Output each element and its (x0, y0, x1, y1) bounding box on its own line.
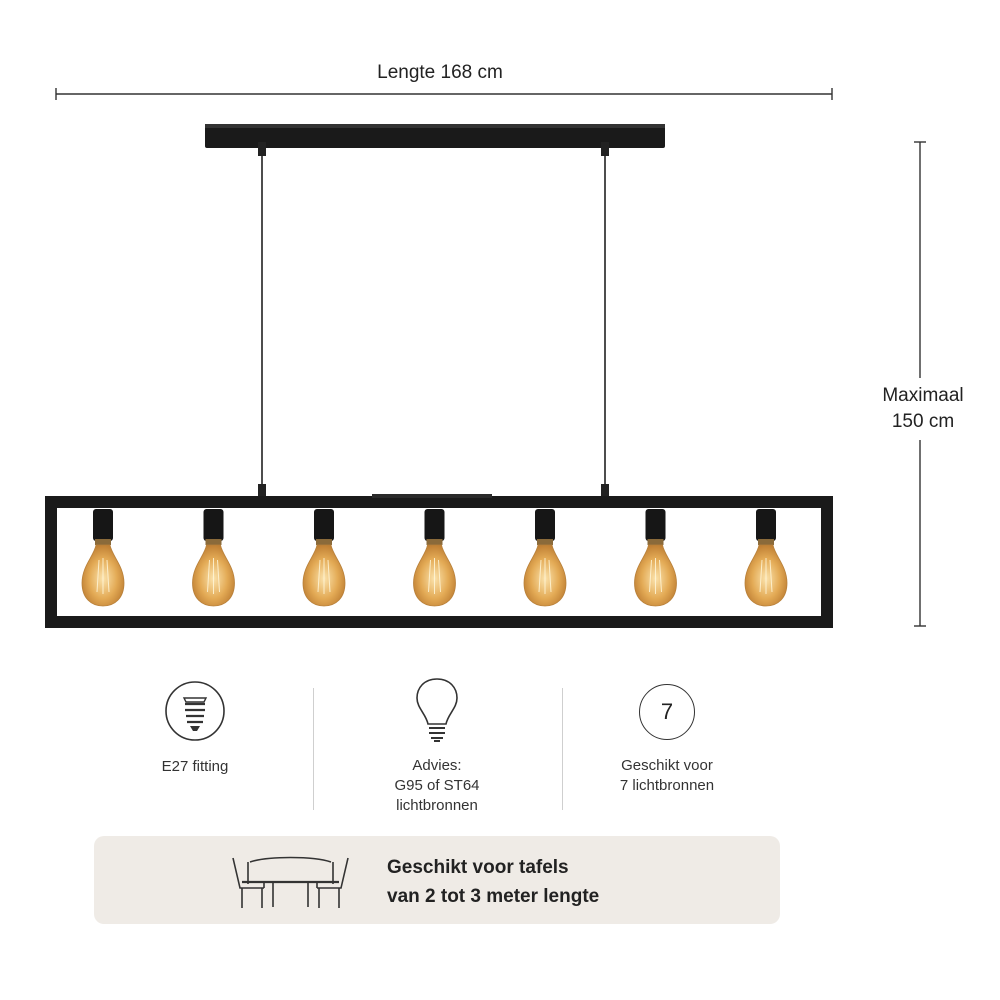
feature-bulb-line1: Advies: (412, 757, 462, 774)
bulb-3 (302, 509, 346, 607)
feature-bulb-line3: lichtbronnen (396, 797, 478, 814)
number-badge-icon: 7 (639, 684, 695, 740)
e27-socket-icon (165, 681, 225, 741)
bulb-row (81, 509, 788, 607)
pendant-lamp-illustration (45, 124, 833, 628)
bulb-7 (744, 509, 788, 607)
height-label-bg (870, 378, 974, 440)
bulb-5 (523, 509, 567, 607)
feature-count-line1: Geschikt voor (621, 757, 713, 774)
height-label: Maximaal 150 cm (862, 383, 984, 435)
height-label-line2: 150 cm (891, 411, 955, 432)
feature-divider-1 (313, 688, 314, 810)
feature-light-count: 7 Geschikt voor 7 lichtbronnen (592, 680, 742, 800)
length-label: Lengte 168 cm (377, 62, 503, 83)
feature-light-count-text: Geschikt voor 7 lichtbronnen (592, 756, 742, 796)
feature-bulb-line2: G95 of ST64 (394, 777, 480, 794)
table-suitability-banner (94, 836, 780, 924)
feature-e27-text: E27 fitting (161, 758, 229, 775)
height-label-line1: Maximaal (882, 385, 964, 406)
light-bulb-icon (416, 678, 458, 742)
ceiling-canopy (205, 124, 665, 148)
number-badge-value: 7 (660, 699, 674, 724)
bulb-6 (634, 509, 677, 607)
bulb-1 (81, 509, 125, 607)
dining-table-icon (232, 856, 349, 908)
feature-bulb-advice-text: Advies: G95 of ST64 lichtbronnen (362, 756, 512, 816)
length-dimension-line (55, 88, 833, 100)
feature-bulb-advice: Advies: G95 of ST64 lichtbronnen (362, 676, 512, 816)
banner-line1: Geschikt voor tafels (387, 857, 569, 878)
bulb-2 (192, 509, 235, 607)
banner-line2: van 2 tot 3 meter lengte (387, 886, 600, 907)
feature-e27: E27 fitting (120, 680, 270, 800)
feature-count-line2: 7 lichtbronnen (619, 777, 715, 794)
banner-text: Geschikt voor tafels van 2 tot 3 meter l… (387, 853, 599, 911)
bulb-4 (413, 509, 456, 607)
feature-divider-2 (562, 688, 563, 810)
